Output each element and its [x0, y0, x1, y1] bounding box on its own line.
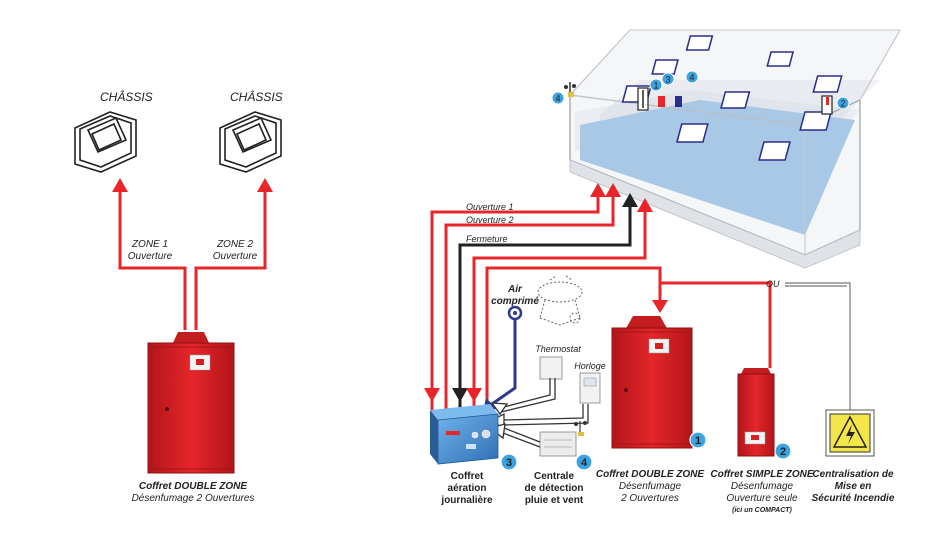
zone-wires [118, 190, 267, 330]
wire-label-ouverture2: Ouverture 2 [466, 215, 514, 225]
left-coffret-subtitle: Désenfumage 2 Ouvertures [132, 493, 255, 504]
air-label: Air [507, 284, 523, 295]
wind-sensor-icon [564, 82, 576, 97]
double-zone-line2: Désenfumage [619, 481, 682, 492]
arrow-up-icon [605, 183, 621, 197]
double-zone-title: Coffret DOUBLE ZONE [596, 469, 704, 480]
compressed-air-icon [483, 305, 523, 411]
centrale-label-2: de détection [525, 483, 584, 494]
thermostat-icon [539, 356, 563, 380]
arrow-up-icon [257, 178, 273, 192]
simple-zone-line3: Ouverture seule [726, 493, 798, 504]
wire-label-ou: OU [766, 279, 780, 289]
detection-central-icon [539, 431, 577, 457]
building-wires [430, 195, 851, 413]
chassis-label-2: CHÂSSIS [230, 89, 283, 104]
arrow-down-icon [466, 388, 482, 402]
number-badge-4 [575, 453, 593, 471]
horloge-label: Horloge [574, 361, 606, 371]
number-badge-2 [774, 442, 792, 460]
arrow-up-icon [622, 193, 638, 207]
coffret-double-zone-cabinet-right [611, 316, 693, 449]
number-badge-3-text: 3 [506, 457, 512, 469]
zone1-label: ZONE 1 [131, 239, 168, 250]
aeration-label-1: Coffret [451, 471, 484, 482]
room-marker-1 [649, 78, 663, 92]
arrow-down-icon [424, 388, 440, 402]
room-marker-4 [685, 70, 699, 84]
wire-label-ouverture1: Ouverture 1 [466, 202, 514, 212]
simple-zone-title: Coffret SIMPLE ZONE [710, 469, 813, 480]
number-badge-4-text: 4 [581, 457, 588, 469]
arrow-up-icon [112, 178, 128, 192]
zone2-sublabel: Ouverture [213, 251, 258, 262]
arrow-up-icon [590, 183, 606, 197]
rain-wind-sensor-sketch [537, 275, 583, 326]
window-chassis-icon-2 [219, 111, 282, 173]
aeration-label-3: journalière [440, 495, 493, 506]
double-zone-line3: 2 Ouvertures [620, 493, 679, 504]
horloge-icon [579, 372, 601, 404]
chassis-label-1: CHÂSSIS [100, 89, 153, 104]
room-marker-4b-text: 4 [555, 94, 560, 104]
zone2-label: ZONE 2 [216, 239, 254, 250]
zone1-label-bg [125, 237, 175, 263]
number-badge-1-text: 1 [695, 435, 701, 447]
room-marker-3-text: 3 [665, 75, 670, 85]
wire-label-fermeture: Fermeture [466, 234, 508, 244]
coffret-aeration-box [430, 404, 499, 465]
number-badge-2-text: 2 [780, 446, 786, 458]
air-sublabel: comprimé [491, 296, 539, 307]
room-marker-2 [836, 96, 850, 110]
centralisation-label-3: Sécurité Incendie [812, 493, 895, 504]
wire-arrows [424, 183, 668, 402]
room-marker-1-text: 1 [653, 81, 658, 91]
simple-zone-line2: Désenfumage [731, 481, 794, 492]
building-room [569, 29, 901, 269]
zone2-label-bg [210, 237, 260, 263]
centrale-label-3: pluie et vent [525, 495, 584, 506]
coffret-double-zone-cabinet [147, 332, 235, 474]
arrow-up-icon [637, 198, 653, 212]
room-markers: 1 2 3 4 4 [551, 70, 850, 115]
room-marker-3 [661, 72, 675, 86]
thermostat-label: Thermostat [535, 344, 581, 354]
arrow-down-icon [452, 388, 468, 402]
arrow-down-icon [652, 300, 668, 313]
room-marker-4-text: 4 [689, 73, 694, 83]
room-marker-2-text: 2 [840, 99, 845, 109]
high-voltage-warning-icon [825, 409, 875, 457]
simple-zone-line4: (ici un COMPACT) [732, 507, 792, 514]
room-marker-4b [551, 91, 565, 105]
centrale-label-1: Centrale [534, 471, 574, 482]
zone1-sublabel: Ouverture [128, 251, 173, 262]
left-diagram: CHÂSSIS CHÂSSIS ZONE 1 Ouverture ZONE 2 … [74, 89, 283, 504]
number-badge-1 [689, 431, 707, 449]
centralisation-label-1: Centralisation de [812, 469, 894, 480]
window-chassis-icon-1 [74, 111, 137, 173]
centralisation-label-2: Mise en [835, 481, 872, 492]
number-badge-3 [500, 453, 518, 471]
right-diagram: 1 2 3 4 4 [424, 29, 901, 514]
left-coffret-title: Coffret DOUBLE ZONE [139, 481, 247, 492]
coffret-simple-zone-cabinet [737, 368, 775, 457]
skylight-icons [621, 35, 843, 161]
aeration-label-2: aération [448, 483, 487, 494]
